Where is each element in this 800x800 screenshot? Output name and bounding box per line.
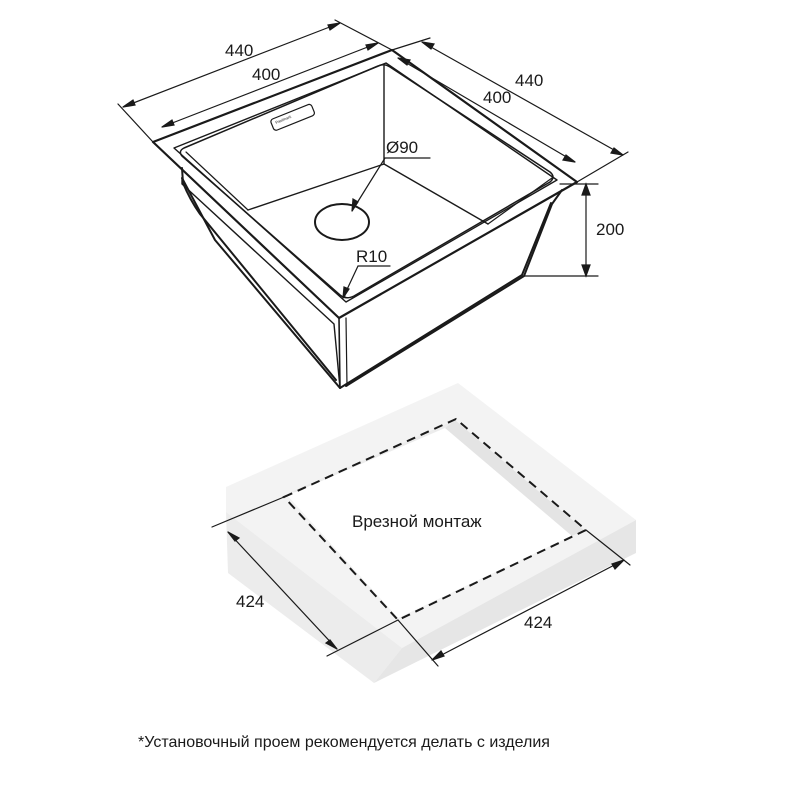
dim-line-424-right [431,559,625,661]
arrow-440-right-bottom [610,147,624,156]
arrow-424-right-right [611,559,625,570]
dim-line-440-top [122,22,341,108]
dim-line-440-right [421,41,624,156]
arrow-400-top-right [365,42,379,51]
arrow-440-top-left [122,99,136,108]
leader-r10 [342,265,391,299]
cutout-dashed-line [282,417,588,622]
countertop-drawing [226,383,636,683]
cutout-dimensions [211,496,631,667]
sink-rim-outer [151,48,579,320]
bowl-floor-left-edge [247,163,385,211]
ext-line-424-right-left [397,619,439,667]
arrow-424-left-bottom [324,639,338,650]
label-400-side: 400 [483,88,511,107]
ext-line-440-right-bottom [576,151,629,183]
bowl-floor-right-edge [383,163,489,225]
label-424-left: 424 [236,592,264,611]
dim-line-400-right [397,57,576,163]
logo-plate [270,103,315,131]
cutout-inner-side-back [445,420,584,536]
sink-body-front-edge-2 [345,317,348,387]
arrow-440-top-right [327,22,341,31]
sink-body-left-side [181,167,337,381]
label-drain-diameter: Ø90 [386,138,418,157]
dim-line-424-left [227,531,338,650]
sink-body-right [339,202,552,389]
ext-line-440-right-top [391,37,431,51]
bowl-right-wall-corner [487,177,553,225]
ext-line-424-right-right [585,529,631,566]
ext-line-424-left-top [211,496,285,528]
label-corner-radius: R10 [356,247,387,266]
sink-drawing [151,48,579,389]
sink-dimensions [117,19,629,299]
footnote: *Установочный проем рекомендуется делать… [138,734,550,751]
leader-d90 [351,157,431,212]
cutout-caption: Врезной монтаж [352,512,482,531]
arrow-440-right-top [421,41,435,50]
arrow-400-right-bottom [562,154,576,163]
arrow-d90 [351,197,359,212]
sink-bowl-opening [179,63,554,299]
arrow-200-bottom [581,264,591,278]
drain-hole [314,203,370,241]
label-440-side: 440 [515,71,543,90]
ext-line-424-left-bottom [326,619,399,657]
sink-body-left [181,177,341,389]
dim-line-400-top [161,42,379,128]
arrow-400-right-top [397,57,411,66]
ext-line-440-top-right [334,19,393,51]
arrow-424-right-left [431,650,445,661]
arrow-424-left-top [227,531,241,542]
label-200-depth: 200 [596,220,624,239]
arrow-400-top-left [161,119,175,128]
bowl-left-wall-corner [185,151,249,211]
sink-body-front-edge [338,317,341,389]
ext-line-440-top-left [117,103,154,143]
label-424-right: 424 [524,613,552,632]
sink-body-right-side [345,189,563,387]
logo-text: Paulmark [275,114,293,125]
arrow-200-top [581,182,591,196]
logo-plate-rect [270,103,315,131]
arrow-r10 [342,286,350,299]
label-440-top: 440 [225,41,253,60]
label-400-top: 400 [252,65,280,84]
countertop-right-edge [374,520,636,683]
